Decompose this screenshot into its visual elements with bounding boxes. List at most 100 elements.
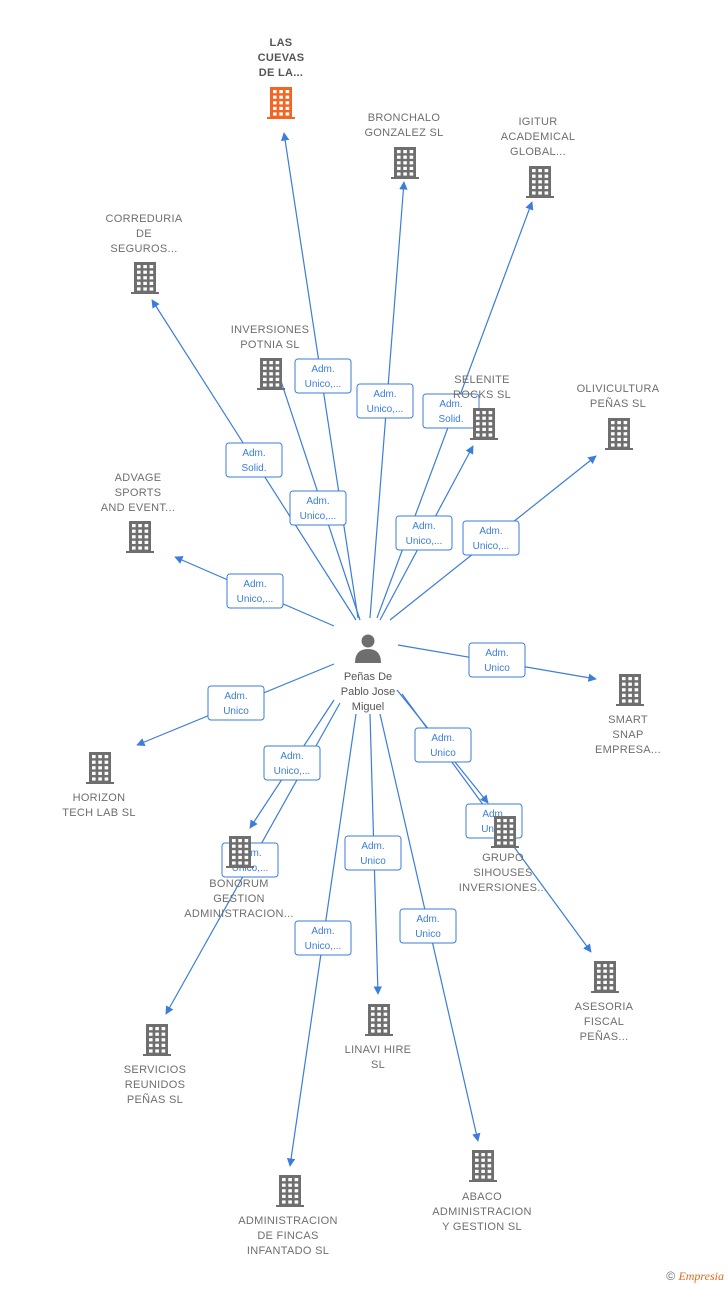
building-icon [226, 836, 254, 868]
company-name-line: POTNIA SL [240, 339, 300, 351]
copyright-symbol: © [666, 1269, 676, 1283]
edge-label-olivicultura[interactable]: Adm. Unico,... [462, 520, 520, 556]
company-name-line: SMART [608, 714, 648, 726]
company-name-line: ACADEMICAL [501, 131, 576, 143]
edge-label-abaco[interactable]: Adm.Unico [399, 908, 457, 944]
company-name-line: SNAP [612, 729, 643, 741]
edge-label-text: Adm. [482, 809, 505, 820]
edge-label-text: Adm. [224, 691, 247, 702]
edge-label-linavi[interactable]: Adm. Unico [344, 835, 402, 871]
building-icon [491, 816, 519, 848]
edge-label-text: Unico,... [274, 766, 311, 777]
building-icon [126, 521, 154, 553]
company-name-line: IGITUR [518, 116, 557, 128]
company-name-line: SPORTS [115, 487, 162, 499]
building-icon [526, 166, 554, 198]
edge-label-administracion-fincas[interactable]: Adm.Unico,... [294, 920, 352, 956]
edge-label-text: Adm. [431, 733, 454, 744]
company-name-line: ADMINISTRACION [432, 1206, 532, 1218]
edge-label-selenite[interactable]: Adm.Unico,... [395, 515, 453, 551]
edge-label-box [462, 520, 520, 556]
company-name-line: SIHOUSES [473, 867, 532, 879]
company-name-line: INFANTADO SL [247, 1245, 329, 1257]
building-icon [365, 1004, 393, 1036]
edge-label-horizon[interactable]: Adm. Unico [207, 685, 265, 721]
company-name-line: GONZALEZ SL [364, 127, 443, 139]
company-name-line: PEÑAS SL [127, 1093, 183, 1106]
edge-label-text: Unico [360, 856, 386, 867]
company-name-line: Y GESTION SL [442, 1221, 522, 1233]
company-node-olivicultura[interactable]: OLIVICULTURA PEÑAS SL [577, 383, 660, 450]
edge-label-grupo-sihouses[interactable]: Adm. Unico [414, 727, 472, 763]
edge-label-text: Unico [415, 929, 441, 940]
company-name-line: ADMINISTRACION [238, 1215, 338, 1227]
company-name-line: ADMINISTRACION... [184, 908, 294, 920]
edge-label-text: Unico [430, 748, 456, 759]
edge-label-correduria[interactable]: Adm.Solid. [225, 442, 283, 478]
company-name-line: PEÑAS SL [590, 397, 646, 410]
edge-label-box [294, 358, 352, 394]
edge-label-smart-snap[interactable]: Adm.Unico [468, 642, 526, 678]
company-name-line: CORREDURIA [106, 213, 183, 225]
edge-label-text: Unico,... [473, 541, 510, 552]
company-name-line: ROCKS SL [453, 389, 511, 401]
company-name-line: OLIVICULTURA [577, 383, 660, 395]
edge-label-box [289, 490, 347, 526]
edge-labels-layer: Adm. Unico,... Adm. Unico,... Adm.Solid. Adm.… [207, 358, 526, 956]
company-node-bonorum[interactable]: BONORUMGESTIONADMINISTRACION... [184, 836, 294, 920]
company-node-servicios[interactable]: SERVICIOS REUNIDOS PEÑAS SL [124, 1024, 186, 1106]
edge-label-box [468, 642, 526, 678]
edge-label-text: Adm. [439, 399, 462, 410]
company-name-line: REUNIDOS [125, 1079, 185, 1091]
company-node-correduria[interactable]: CORREDURIADESEGUROS... [106, 213, 183, 294]
edge-label-text: Adm. [311, 364, 334, 375]
company-name-line: SL [371, 1059, 385, 1071]
edge-label-bronchalo[interactable]: Adm.Unico,... [356, 383, 414, 419]
edge-label-box [263, 745, 321, 781]
company-name-line: GLOBAL... [510, 146, 566, 158]
edge-label-bonorum[interactable]: Adm.Unico,... [263, 745, 321, 781]
company-node-igitur[interactable]: IGITUR ACADEMICAL GLOBAL... [501, 116, 576, 198]
company-name-line: EMPRESA... [595, 744, 661, 756]
company-name-line: SEGUROS... [110, 243, 177, 255]
edge-label-advage[interactable]: Adm.Unico,... [226, 573, 284, 609]
company-node-smart-snap[interactable]: SMART SNAP EMPRESA... [595, 674, 661, 756]
edge-label-text: Adm. [361, 841, 384, 852]
building-icon [616, 674, 644, 706]
company-name-line: LAS [270, 37, 293, 49]
footer-brand: © Empresia [666, 1269, 724, 1284]
edge-label-las-cuevas[interactable]: Adm.Unico,... [294, 358, 352, 394]
edge-label-text: Adm. [485, 648, 508, 659]
company-node-grupo-sihouses[interactable]: GRUPOSIHOUSESINVERSIONES... [459, 816, 548, 894]
edge-label-text: Unico [223, 706, 249, 717]
company-name-line: DE LA... [259, 67, 304, 79]
building-icon [257, 358, 285, 390]
edge-label-text: Adm. [479, 526, 502, 537]
edge-label-text: Unico,... [367, 404, 404, 415]
edge-label-text: Unico,... [406, 536, 443, 547]
company-name-line: SERVICIOS [124, 1064, 186, 1076]
company-node-asesoria[interactable]: ASESORIAFISCALPEÑAS... [575, 961, 634, 1043]
building-icon [605, 418, 633, 450]
edge-label-box [356, 383, 414, 419]
building-icon [143, 1024, 171, 1056]
brand-logo[interactable]: Empresia [678, 1269, 724, 1283]
edge-label-box [294, 920, 352, 956]
edge-label-box [399, 908, 457, 944]
building-icon [591, 961, 619, 993]
company-name-line: GRUPO [482, 852, 524, 864]
building-icon [469, 1150, 497, 1182]
edge-label-inversiones-potnia[interactable]: Adm.Unico,... [289, 490, 347, 526]
person-icon [355, 634, 381, 663]
